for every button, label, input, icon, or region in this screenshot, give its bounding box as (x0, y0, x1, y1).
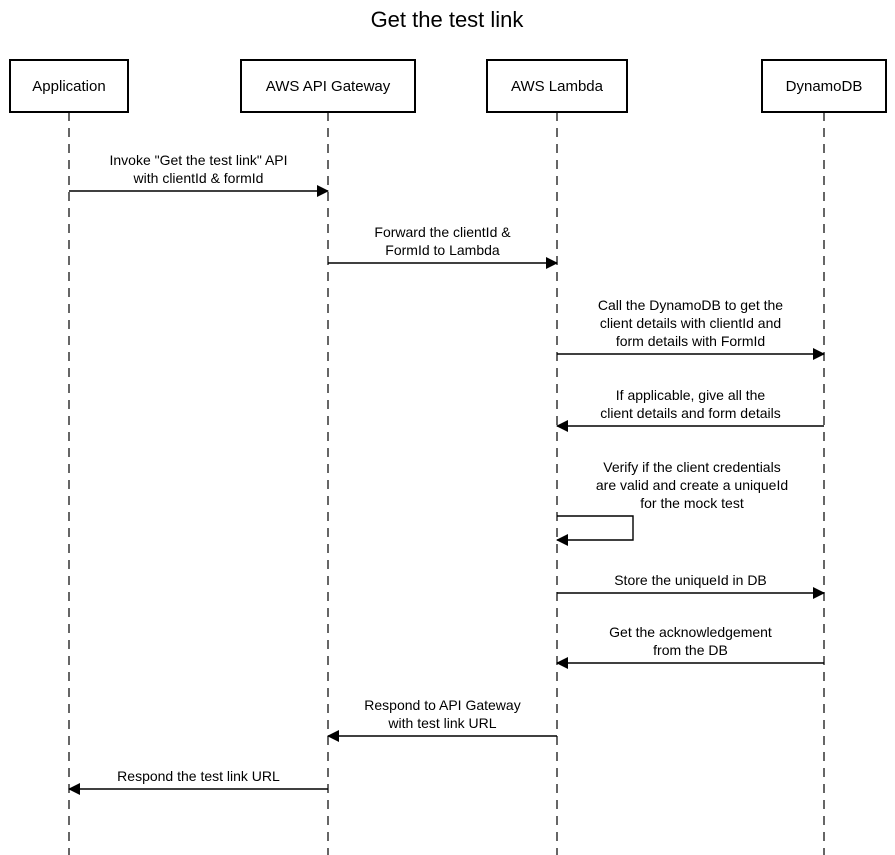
message-label-line: from the DB (653, 642, 728, 658)
diagram-title: Get the test link (371, 7, 525, 32)
messages: Invoke "Get the test link" API with clie… (68, 152, 825, 795)
message-6: Store the uniqueId in DB (557, 572, 825, 599)
message-label-line: client details and form details (600, 405, 781, 421)
participant-app: Application (9, 59, 129, 113)
participant-box (486, 59, 628, 113)
message-5: Verify if the client credentials are vali… (556, 459, 788, 546)
participant-box (9, 59, 129, 113)
message-label-line: Call the DynamoDB to get the (598, 297, 783, 313)
participant-lambda: AWS Lambda (486, 59, 628, 113)
message-label-line: Respond to API Gateway (364, 697, 520, 713)
participant-label: AWS API Gateway (266, 78, 391, 95)
message-label-line: client details with clientId and (600, 315, 781, 331)
participant-label: AWS Lambda (511, 78, 604, 95)
participants: Application AWS API Gateway AWS Lambda Dyna… (9, 59, 887, 113)
message-2: Forward the clientId & FormId to Lambda (328, 224, 558, 269)
message-label-line: with clientId & formId (133, 170, 264, 186)
message-label-line: Store the uniqueId in DB (614, 572, 767, 588)
participant-apigw: AWS API Gateway (240, 59, 416, 113)
message-label-line: Invoke "Get the test link" API (109, 152, 287, 168)
message-3: Call the DynamoDB to get the client deta… (557, 297, 825, 360)
message-label-line: with test link URL (387, 715, 496, 731)
lifelines (68, 112, 825, 855)
participant-label: Application (32, 78, 105, 95)
message-label-line: Forward the clientId & (374, 224, 511, 240)
message-label-line: If applicable, give all the (616, 387, 766, 403)
participant-label: DynamoDB (786, 78, 863, 95)
message-label-line: form details with FormId (616, 333, 765, 349)
message-9: Respond the test link URL (68, 768, 328, 795)
message-label-line: are valid and create a uniqueId (596, 477, 788, 493)
participant-box (761, 59, 887, 113)
participant-dynamo: DynamoDB (761, 59, 887, 113)
message-label-line: Respond the test link URL (117, 768, 280, 784)
message-8: Respond to API Gateway with test link UR… (327, 697, 557, 742)
message-label-line: FormId to Lambda (385, 242, 500, 258)
message-label-line: Verify if the client credentials (603, 459, 780, 475)
message-1: Invoke "Get the test link" API with clie… (69, 152, 329, 197)
message-4: If applicable, give all the client detai… (556, 387, 824, 432)
self-message-arrow (556, 515, 634, 546)
message-label-line: for the mock test (640, 495, 744, 511)
participant-box (240, 59, 416, 113)
message-7: Get the acknowledgement from the DB (556, 624, 824, 669)
message-label-line: Get the acknowledgement (609, 624, 772, 640)
